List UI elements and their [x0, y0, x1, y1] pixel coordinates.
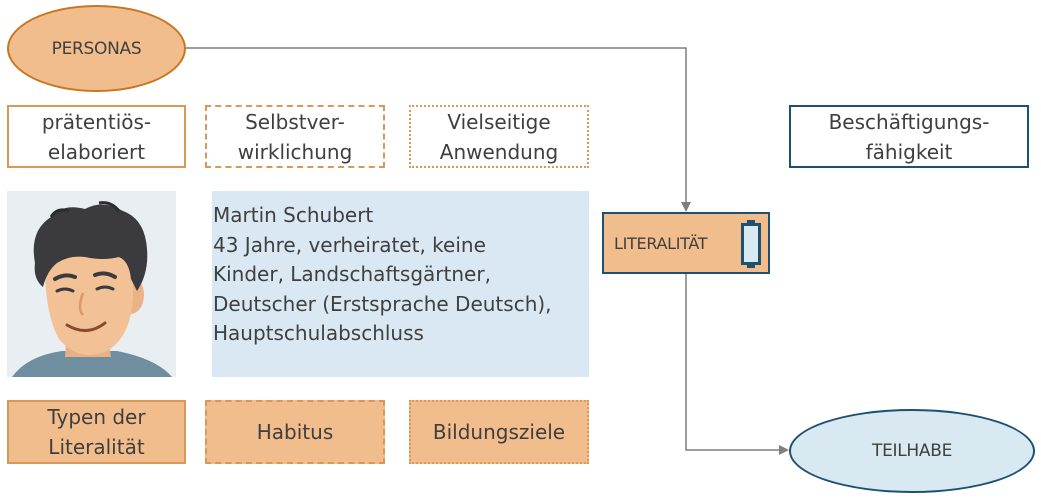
- box-line: Beschäftigungs-: [828, 109, 990, 134]
- box-line: Typen der: [47, 405, 146, 429]
- teilhabe-node: TEILHABE: [789, 409, 1035, 493]
- box-habitus: Habitus: [205, 400, 385, 464]
- box-line: elaboriert: [47, 139, 146, 164]
- literalitaet-label: LITERALITÄT: [614, 233, 708, 253]
- box-line: Selbstver-: [245, 109, 345, 134]
- box-line: Anwendung: [439, 139, 559, 164]
- persona-name: Martin Schubert: [213, 203, 374, 227]
- box-beschaeftigungsfaehigkeit: Beschäftigungs-fähigkeit: [789, 105, 1029, 168]
- persona-info-panel: Martin Schubert 43 Jahre, verheiratet, k…: [212, 191, 589, 377]
- box-line: Literalität: [48, 435, 145, 459]
- connector-literalitaet-teilhabe: [685, 274, 789, 455]
- persona-detail-line: Kinder, Landschaftsgärtner,: [213, 262, 491, 286]
- man-face-avatar-icon: [12, 201, 172, 377]
- box-line: Habitus: [256, 420, 334, 444]
- personas-label: PERSONAS: [51, 38, 142, 59]
- box-line: prätentiös-: [41, 109, 152, 134]
- persona-detail-line: Deutscher (Erstsprache Deutsch),: [213, 291, 552, 316]
- teilhabe-label: TEILHABE: [871, 441, 953, 461]
- persona-detail-line: 43 Jahre, verheiratet, keine: [213, 232, 486, 257]
- persona-detail-line: Hauptschulabschluss: [213, 321, 424, 345]
- box-selbstverwirklichung: Selbstver-wirklichung: [205, 105, 385, 168]
- battery-icon: [741, 220, 761, 268]
- box-line: fähigkeit: [865, 139, 953, 164]
- personas-node: PERSONAS: [7, 5, 186, 92]
- box-line: Vielseitige: [447, 109, 551, 134]
- box-bildungsziele: Bildungsziele: [409, 400, 589, 464]
- box-praetentioes-elaboriert: prätentiös-elaboriert: [7, 105, 186, 168]
- connector-personas-literalitaet: [186, 47, 691, 212]
- box-line: Bildungsziele: [432, 420, 566, 444]
- literalitaet-node: LITERALITÄT: [602, 212, 770, 274]
- box-line: wirklichung: [237, 139, 353, 164]
- persona-avatar: [7, 191, 176, 377]
